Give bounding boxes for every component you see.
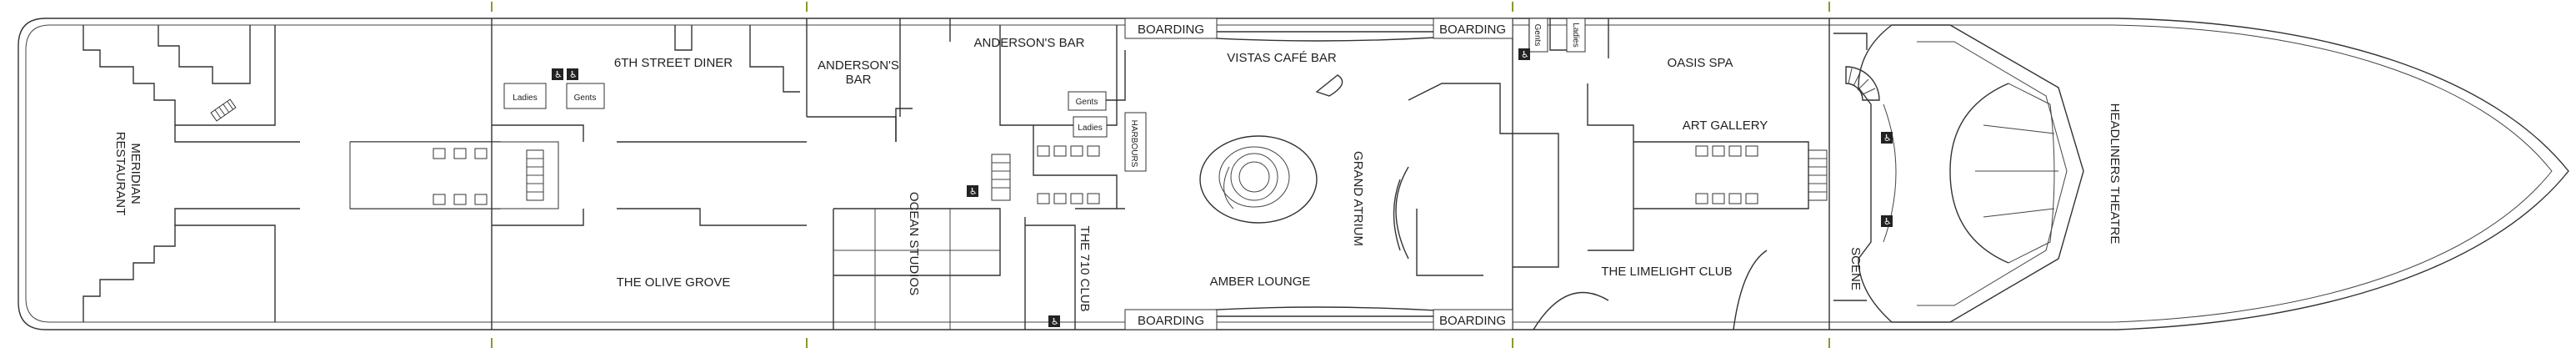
svg-text:♿: ♿	[1883, 216, 1892, 227]
label-grand-atrium: GRAND ATRIUM	[1351, 151, 1365, 246]
elevator-bank-mid	[991, 145, 1100, 204]
atrium-rail	[1315, 74, 1343, 97]
label-gents-3: Gents	[1533, 24, 1542, 47]
label-olive-grove: THE OLIVE GROVE	[617, 275, 731, 290]
label-6th-street-diner: 6TH STREET DINER	[614, 56, 733, 70]
svg-text:♿: ♿	[1521, 49, 1529, 60]
boarding-bars	[1124, 18, 1513, 330]
walls-aft	[83, 18, 1126, 330]
label-ocean-studios: OCEAN STUDIOS	[907, 192, 921, 295]
atrium-arc	[1393, 179, 1401, 251]
label-limelight-club: THE LIMELIGHT CLUB	[1601, 265, 1732, 279]
label-ladies-1: Ladies	[513, 93, 537, 103]
headliners-theatre	[1858, 24, 2084, 323]
spiral-stair	[1845, 66, 1880, 101]
section-ticks	[491, 2, 1830, 348]
label-boarding-3: BOARDING	[1138, 314, 1204, 328]
label-amber-lounge: AMBER LOUNGE	[1210, 275, 1311, 289]
svg-text:♿: ♿	[1883, 133, 1892, 144]
label-headliners-theatre: HEADLINERS THEATRE	[2108, 103, 2122, 245]
label-meridian-1: MERIDIAN	[128, 143, 143, 204]
meridian-stair	[210, 98, 237, 122]
label-oasis-spa: OASIS SPA	[1668, 56, 1733, 70]
label-gents-1: Gents	[574, 93, 597, 103]
elevator-bank-fwd	[1695, 145, 1828, 204]
toilet-boxes	[503, 18, 1586, 172]
walls-forward	[1528, 18, 1868, 330]
label-andersons-bar-left-1: ANDERSON'S	[818, 58, 899, 73]
svg-text:♿: ♿	[969, 186, 978, 197]
label-boarding-4: BOARDING	[1439, 314, 1506, 328]
hull-outline	[18, 18, 2569, 330]
label-harbours: HARBOURS	[1129, 120, 1138, 168]
label-gents-2: Gents	[1076, 98, 1098, 107]
label-boarding-2: BOARDING	[1439, 23, 1506, 37]
label-andersons-bar-left-2: BAR	[846, 73, 872, 87]
walls-midship	[1124, 18, 1634, 330]
label-710-club: THE 710 CLUB	[1078, 225, 1092, 311]
wheelchair-icon: ♿ ♿ ♿ ♿ ♿ ♿ ♿	[552, 48, 1893, 327]
grand-atrium-oval	[1199, 135, 1318, 224]
svg-text:♿: ♿	[569, 69, 578, 80]
svg-text:♿: ♿	[1051, 316, 1059, 327]
label-scene: SCENE	[1848, 247, 1863, 290]
label-andersons-bar-top: ANDERSON'S BAR	[974, 36, 1085, 50]
elevator-bank-aft	[433, 148, 544, 205]
label-art-gallery: ART GALLERY	[1683, 119, 1768, 133]
svg-text:♿: ♿	[554, 69, 563, 80]
label-ladies-3: Ladies	[1571, 23, 1580, 47]
label-boarding-1: BOARDING	[1138, 23, 1204, 37]
hull-inner	[25, 24, 2553, 323]
label-vistas-cafe-bar: VISTAS CAFÉ BAR	[1227, 51, 1337, 65]
label-ladies-2: Ladies	[1078, 124, 1102, 133]
label-meridian-2: RESTAURANT	[113, 132, 128, 216]
